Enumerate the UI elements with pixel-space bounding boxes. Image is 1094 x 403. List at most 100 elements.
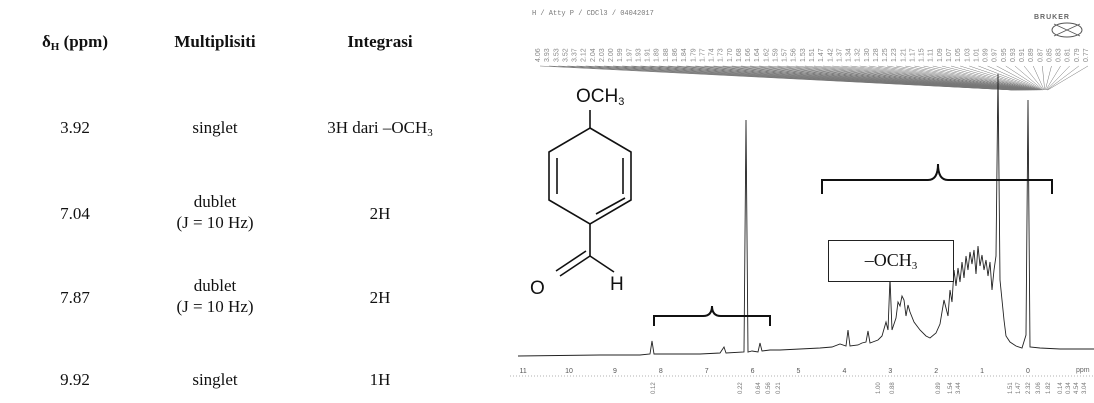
- peak-connector: [1046, 65, 1080, 91]
- oxygen-atom: O: [530, 278, 545, 299]
- peak-label: 1.74: [709, 48, 716, 62]
- row4-integ: 1H: [369, 370, 391, 389]
- peak-label: 1.57: [782, 48, 789, 62]
- peak-label: 1.77: [699, 48, 706, 62]
- peak-connector: [896, 65, 1036, 91]
- header-integration: Integrasi: [347, 32, 413, 51]
- peak-label: 1.23: [891, 48, 898, 62]
- peak-label: 1.09: [937, 48, 944, 62]
- row2-mult: dublet: [193, 192, 237, 211]
- peak-label: 4.06: [535, 48, 542, 62]
- peak-connector: [1042, 65, 1045, 91]
- hydrogen-atom: H: [610, 274, 624, 295]
- nmr-data-table: δH (ppm) Multiplisiti Integrasi 3.92 sin…: [0, 0, 540, 403]
- integral-value: 1.51: [1008, 382, 1014, 394]
- peak-label: 1.70: [727, 48, 734, 62]
- peak-label: 3.37: [572, 48, 579, 62]
- row1-shift: 3.92: [60, 118, 90, 137]
- peak-connector: [969, 65, 1040, 91]
- peak-label: 1.21: [900, 48, 907, 62]
- peak-label: 2.00: [608, 48, 615, 62]
- peak-label: 2.04: [590, 48, 597, 62]
- peak-label: 1.28: [873, 48, 880, 62]
- peak-label: 1.30: [864, 48, 871, 62]
- peak-connector: [941, 65, 1039, 91]
- peak-label: 1.93: [635, 48, 642, 62]
- peak-label: 1.89: [654, 48, 661, 62]
- row4-mult: singlet: [192, 370, 238, 389]
- peak-label: 0.93: [1010, 48, 1017, 62]
- integral-value: 0.21: [776, 382, 782, 394]
- x-tick-label: 4: [842, 368, 846, 375]
- peak-label: 1.62: [763, 48, 770, 62]
- x-tick-label: 1: [980, 368, 984, 375]
- peak-label: 3.93: [544, 48, 551, 62]
- peak-label: 0.87: [1037, 48, 1044, 62]
- peak-label: 1.15: [919, 48, 926, 62]
- peak-label: 1.64: [754, 48, 761, 62]
- peak-label: 1.34: [846, 48, 853, 62]
- peak-label: 1.88: [663, 48, 670, 62]
- integral-value: 0.22: [738, 382, 744, 394]
- peak-connector: [932, 65, 1038, 91]
- x-tick-label: 9: [613, 368, 617, 375]
- peak-label: 1.86: [672, 48, 679, 62]
- peak-label: 0.83: [1056, 48, 1063, 62]
- x-tick-label: 8: [659, 368, 663, 375]
- methoxy-label: OCH3: [576, 86, 625, 108]
- peak-connector: [1005, 65, 1043, 91]
- x-tick-label: 11: [519, 368, 526, 375]
- row2-shift: 7.04: [60, 204, 90, 223]
- peak-label: 1.11: [928, 49, 935, 62]
- peak-label: 1.91: [645, 48, 652, 62]
- row2-mult-j: (J = 10 Hz): [176, 213, 254, 232]
- peak-label: 1.25: [882, 48, 889, 62]
- alkyl-bracket: [821, 163, 1053, 194]
- peak-label: 1.03: [964, 48, 971, 62]
- x-tick-label: 2: [934, 368, 938, 375]
- peak-label: 1.56: [791, 48, 798, 62]
- peak-connector: [960, 65, 1040, 91]
- row1-mult: singlet: [192, 118, 238, 137]
- peak-label: 1.07: [946, 48, 953, 62]
- peak-label: 2.03: [599, 48, 606, 62]
- integral-value: 1.82: [1046, 382, 1052, 394]
- peak-label: 1.37: [836, 48, 843, 62]
- peak-label: 1.99: [617, 48, 624, 62]
- integral-value: 0.88: [890, 382, 896, 394]
- peak-label: 1.05: [955, 48, 962, 62]
- peak-label: 0.99: [983, 48, 990, 62]
- peak-label: 1.47: [818, 48, 825, 62]
- integral-value: 3.06: [1036, 382, 1042, 394]
- integral-value: 0.14: [1058, 382, 1064, 394]
- peak-connector-group: [539, 65, 1089, 91]
- peak-connector: [1023, 65, 1044, 91]
- integral-value: 0.89: [936, 382, 942, 394]
- peak-connector: [1032, 65, 1045, 91]
- integral-value: 1.54: [948, 382, 954, 394]
- peak-label: 1.32: [855, 48, 862, 62]
- peak-connector: [923, 65, 1037, 91]
- row1-integ: 3H dari –OCH3: [327, 118, 433, 139]
- row3-shift: 7.87: [60, 288, 90, 307]
- peak-connector: [950, 65, 1039, 91]
- integral-value: 0.12: [651, 382, 657, 394]
- peak-connector: [905, 65, 1036, 91]
- methoxy-box-label: –OCH3: [828, 240, 954, 282]
- peak-label: 1.01: [973, 48, 980, 62]
- peak-label: 1.53: [800, 48, 807, 62]
- peak-label: 1.42: [827, 48, 834, 62]
- peak-connector: [1047, 65, 1089, 91]
- integral-value: 4.54: [1074, 382, 1080, 394]
- peak-connector: [1045, 65, 1052, 91]
- peak-label: 1.17: [909, 48, 916, 62]
- peak-label: 1.73: [718, 48, 725, 62]
- integral-value: 1.00: [876, 382, 882, 394]
- peak-label: 1.84: [681, 48, 688, 62]
- integral-value: 0.34: [1066, 382, 1072, 394]
- row3-mult: dublet: [193, 276, 237, 295]
- aromatic-bracket: [653, 305, 771, 326]
- peak-label: 0.81: [1065, 48, 1072, 62]
